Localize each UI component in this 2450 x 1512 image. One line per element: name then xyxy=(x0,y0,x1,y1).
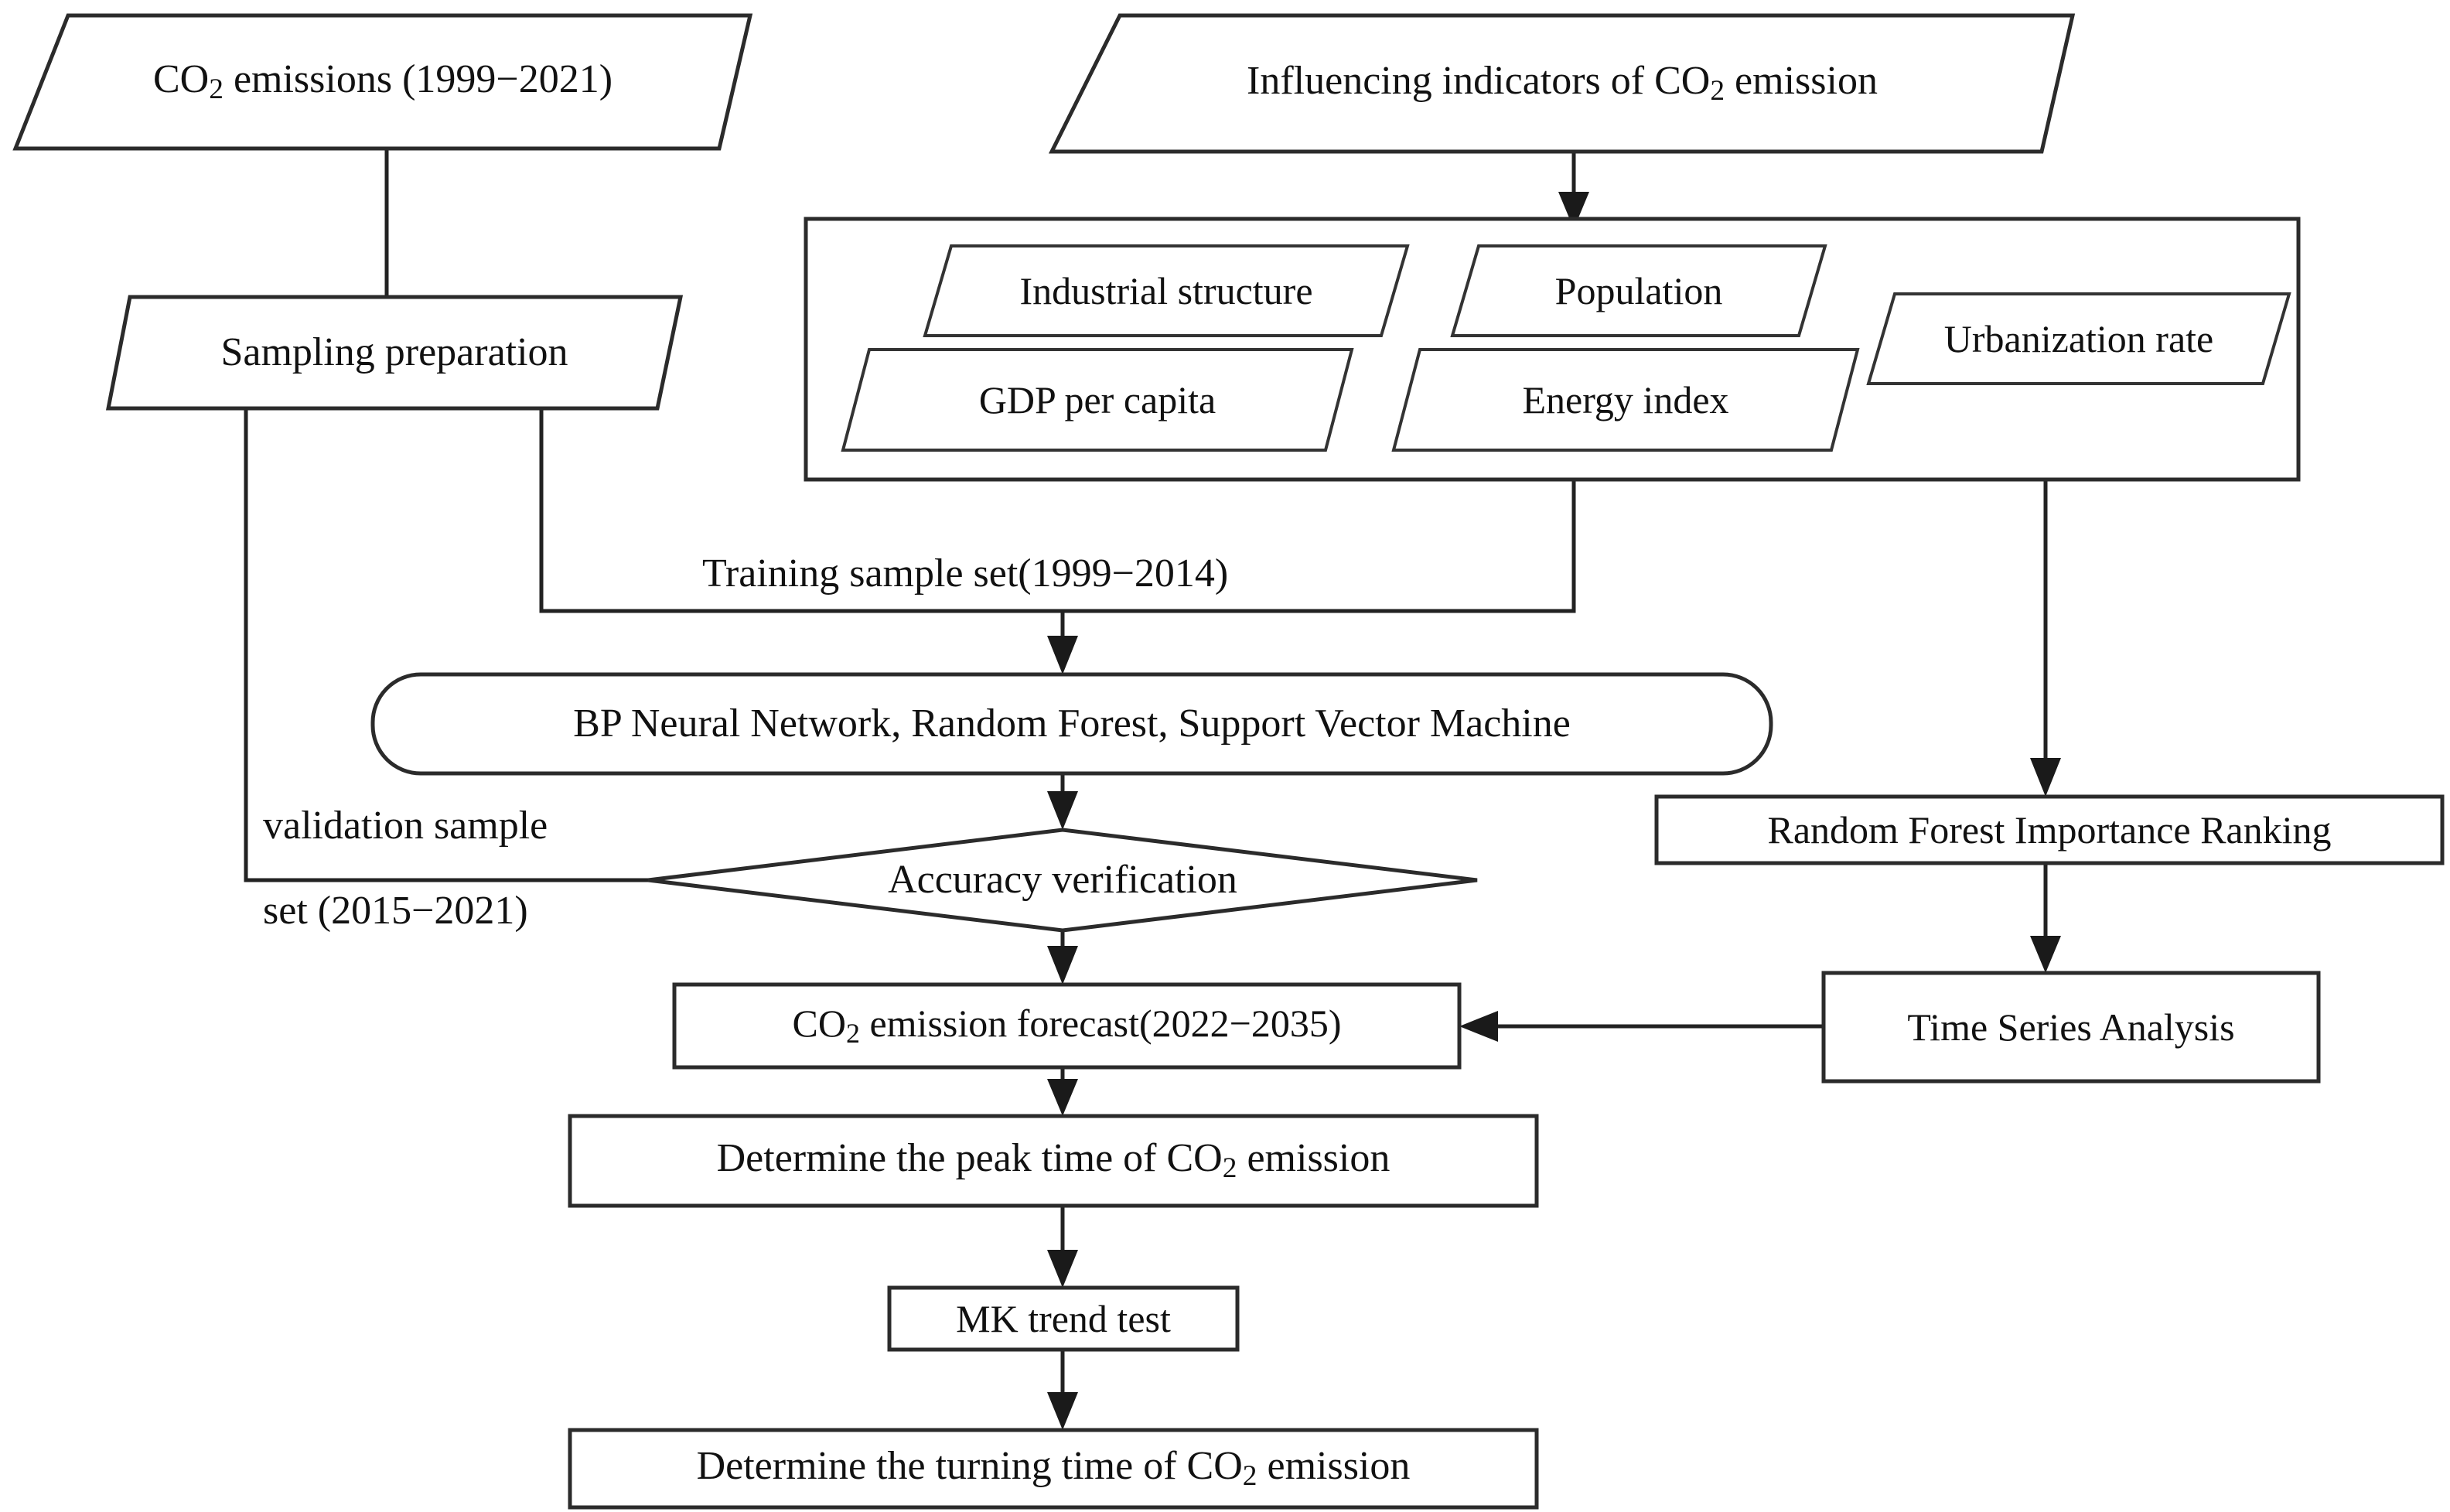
node-peak-time[interactable] xyxy=(568,1114,1539,1208)
node-sampling-preparation[interactable] xyxy=(105,295,684,411)
connector-validation-to-accuracy xyxy=(244,408,674,882)
node-gdp-per-capita[interactable] xyxy=(841,348,1354,452)
node-co2-forecast[interactable] xyxy=(672,982,1462,1070)
arrowhead-forecast-to-peak xyxy=(1047,1079,1078,1116)
node-industrial-structure[interactable] xyxy=(923,244,1410,337)
node-accuracy-verification[interactable] xyxy=(647,828,1478,933)
node-energy-index[interactable] xyxy=(1391,348,1860,452)
arrowhead-models-to-accuracy xyxy=(1047,791,1078,830)
node-urbanization-rate[interactable] xyxy=(1866,292,2291,385)
node-population[interactable] xyxy=(1450,244,1827,337)
node-time-series-analysis[interactable] xyxy=(1821,971,2321,1084)
node-models[interactable] xyxy=(370,672,1773,776)
connector-sampling-to-training xyxy=(539,408,1063,613)
arrowhead-rfrank-to-timeseries xyxy=(2030,936,2061,973)
connector-group-to-training xyxy=(1063,480,1576,613)
arrowhead-training-to-models xyxy=(1047,636,1078,674)
node-rf-importance-ranking[interactable] xyxy=(1654,794,2445,865)
arrowhead-indicators-to-group xyxy=(1558,192,1589,229)
node-influencing-indicators[interactable] xyxy=(1048,13,2076,154)
arrowhead-accuracy-to-forecast xyxy=(1047,946,1078,985)
node-mk-trend-test[interactable] xyxy=(887,1285,1240,1352)
arrowhead-group-to-rfrank xyxy=(2030,758,2061,797)
node-co2-emissions[interactable] xyxy=(12,13,753,151)
node-turning-time[interactable] xyxy=(568,1428,1539,1510)
arrowhead-mk-to-turning xyxy=(1047,1392,1078,1430)
arrowhead-peak-to-mk xyxy=(1047,1250,1078,1288)
arrowhead-timeseries-to-forecast xyxy=(1459,1011,1498,1042)
